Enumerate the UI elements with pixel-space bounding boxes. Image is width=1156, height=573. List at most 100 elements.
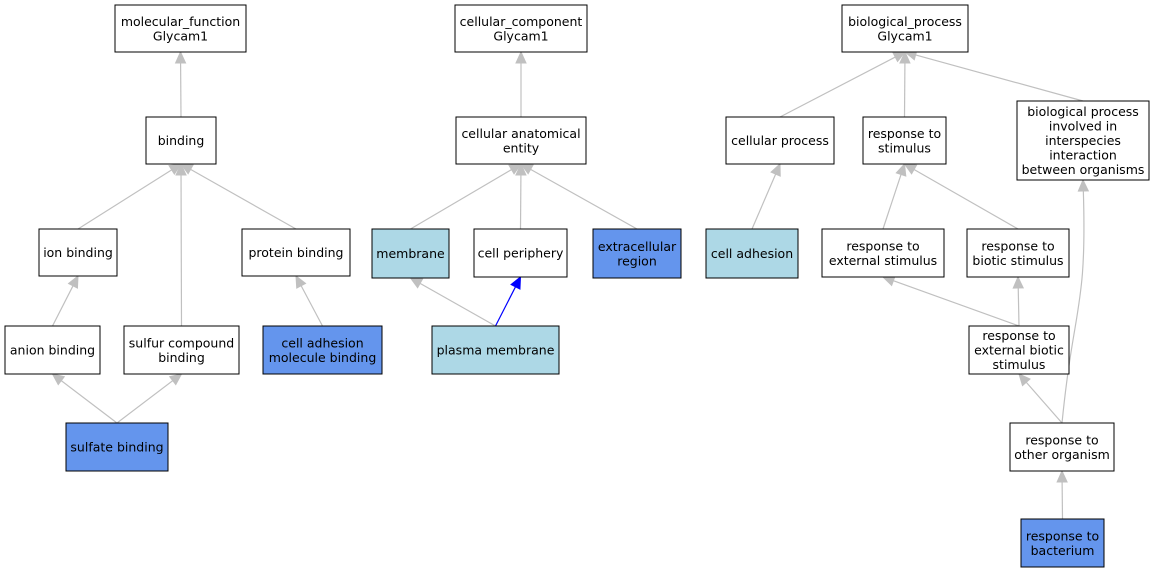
node-box (968, 325, 1070, 375)
node-label-line: entity (503, 140, 540, 155)
edge-line (1025, 381, 1063, 424)
edge-line (915, 54, 1084, 102)
edge-arrowhead (409, 277, 424, 289)
edge-line (116, 380, 174, 424)
edge-binding-to-mf (174, 50, 187, 118)
node-label-line: protein binding (248, 245, 343, 260)
go-term-node-binding[interactable]: binding (145, 116, 217, 165)
edge-line (751, 173, 777, 230)
node-box (705, 228, 799, 279)
node-label-line: cell adhesion (281, 335, 363, 350)
edge-arrowhead (519, 163, 534, 175)
node-label-line: extracellular (598, 239, 677, 254)
node-box (821, 228, 945, 278)
edge-cellproc-to-bp (779, 51, 907, 118)
edge-line (893, 280, 1020, 327)
node-box (371, 228, 450, 279)
edge-arrowhead (168, 373, 183, 386)
edge-line (913, 168, 1019, 230)
edge-resp-to-bp (899, 50, 911, 118)
node-box (1020, 518, 1105, 568)
node-box (862, 116, 947, 165)
node-label-line: biotic stimulus (972, 253, 1063, 268)
go-term-node-protein[interactable]: protein binding (241, 228, 351, 277)
edge-arrowhead (770, 162, 781, 177)
go-term-node-pm[interactable]: plasma membrane (431, 325, 560, 375)
node-label-line: interaction (1049, 148, 1117, 163)
edge-respextbio-to-respbio (1012, 275, 1025, 327)
edge-respbio-to-resp (903, 163, 1019, 230)
node-label-line: plasma membrane (437, 343, 555, 358)
edge-protein-to-binding (179, 163, 297, 230)
edge-membrane-to-cae (410, 163, 523, 230)
node-box (431, 325, 560, 375)
node-label-line: cellular process (731, 133, 829, 148)
go-term-node-sulfate[interactable]: sulfate binding (65, 422, 169, 472)
edge-line (419, 282, 496, 327)
edge-extra-to-cae (519, 163, 638, 230)
node-label-line: other organism (1014, 447, 1110, 462)
node-label-line: Glycam1 (153, 28, 208, 43)
node-box (592, 228, 682, 279)
edge-sulfate-to-anion (51, 373, 118, 424)
node-label-line: response to (982, 328, 1055, 343)
node-box (114, 4, 247, 53)
node-box (241, 228, 351, 277)
node-box (725, 116, 835, 165)
go-term-node-periph[interactable]: cell periphery (473, 228, 568, 278)
node-label-line: cell adhesion (711, 246, 793, 261)
node-box (841, 4, 969, 53)
node-label-line: biological process (1027, 104, 1139, 119)
edge-line (77, 169, 173, 230)
edge-arrowhead (179, 163, 194, 175)
edge-arrowhead (510, 275, 522, 290)
node-box (966, 228, 1070, 278)
node-label-line: between organisms (1022, 162, 1145, 177)
node-label-line: cellular_component (460, 14, 583, 29)
go-term-node-celladh[interactable]: cell adhesion (705, 228, 799, 279)
edge-line (530, 168, 638, 230)
go-term-node-membrane[interactable]: membrane (371, 228, 450, 279)
edge-line (190, 168, 297, 230)
node-box (473, 228, 568, 278)
go-term-node-cellproc[interactable]: cellular process (725, 116, 835, 165)
node-label-line: response to (868, 126, 941, 141)
node-box (145, 116, 217, 165)
go-term-node-anion[interactable]: anion binding (4, 325, 101, 375)
edge-arrowhead (1012, 275, 1025, 289)
go-term-node-ion[interactable]: ion binding (38, 228, 118, 277)
edge-arrowhead (515, 50, 527, 64)
node-box (454, 4, 588, 53)
node-label-line: response to (1026, 528, 1099, 543)
edge-bpinter-to-bp (903, 49, 1084, 102)
edge-respother-to-respextbio (1018, 373, 1063, 424)
node-label-line: Glycam1 (877, 28, 932, 43)
edge-arrowhead (1056, 469, 1068, 483)
node-label-line: interspecies (1045, 133, 1121, 148)
edge-line (51, 285, 74, 327)
node-label-line: molecular_function (121, 14, 240, 29)
edge-arrowhead (508, 163, 523, 175)
edge-line (300, 285, 324, 327)
edge-respbact-to-respother (1056, 469, 1068, 520)
node-label-line: external biotic (974, 343, 1064, 358)
edge-pm-to-periph (494, 275, 522, 327)
edge-respext-to-resp (882, 162, 907, 230)
edge-sulfurc-to-binding (175, 162, 187, 327)
edge-line (779, 56, 896, 118)
node-box (1009, 422, 1115, 472)
